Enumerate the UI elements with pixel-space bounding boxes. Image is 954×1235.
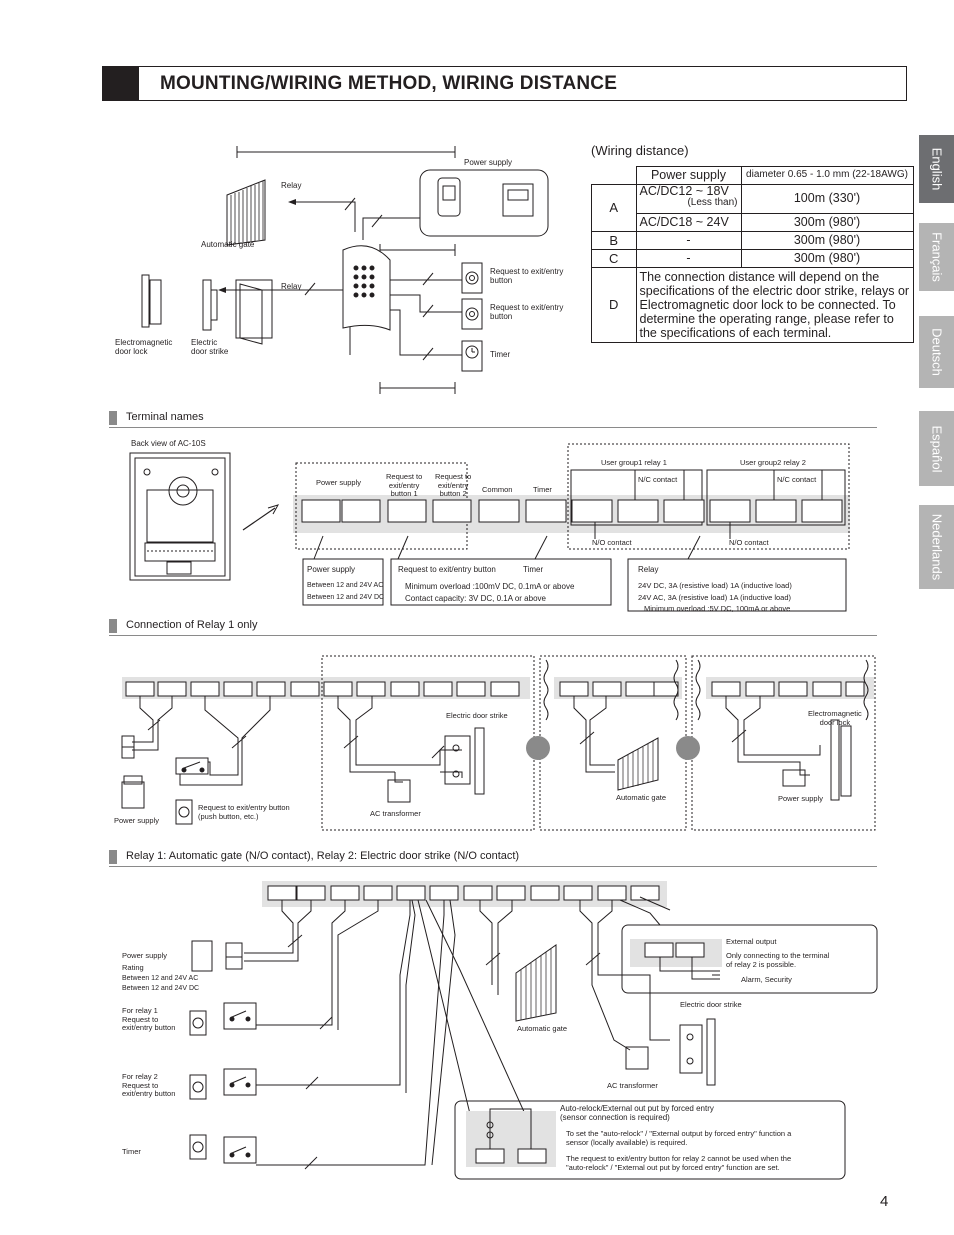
r1-label-automatic-gate: Automatic gate: [616, 793, 667, 802]
ps-box-line1: Between 12 and 24V AC: [307, 582, 384, 589]
ps-box-line2: Between 12 and 24V DC: [307, 594, 385, 601]
relay-box-line3: Minimum overload :5V DC, 100mA or above: [644, 604, 791, 613]
label-timer: Timer: [490, 350, 511, 359]
relay-box-line2: 24V AC, 3A (resistive load) 1A (inductiv…: [638, 593, 791, 602]
row-d-text: The connection distance will depend on t…: [635, 267, 914, 343]
tab-espanol[interactable]: Español: [919, 411, 954, 486]
r2-label-rating: Rating: [122, 963, 144, 972]
r2-label-automatic-gate: Automatic gate: [517, 1024, 568, 1033]
tab-nederlands[interactable]: Nederlands: [919, 505, 954, 589]
r1-label-power-supply-2: Power supply: [778, 794, 824, 803]
section-terminal-names: Terminal names: [109, 410, 877, 428]
row-a-range-1: AC/DC12 ~ 18V (Less than): [635, 184, 742, 214]
row-a-range-2: AC/DC18 ~ 24V: [635, 213, 742, 232]
label-t-rte2: Request to exit/entry button 2: [435, 472, 472, 499]
relay-box-title: Relay: [638, 565, 659, 574]
label-em-lock: Electromagnetic door lock: [115, 338, 173, 357]
page-number: 4: [880, 1193, 889, 1210]
label-no2: N/O contact: [729, 538, 769, 547]
label-ug1: User group1 relay 1: [601, 458, 667, 467]
rte-box-line2: Contact capacity: 3V DC, 0.1A or above: [405, 594, 546, 603]
label-nc1: N/C contact: [638, 475, 678, 484]
relay-gate-strike-diagram: [189, 881, 878, 1180]
row-b-dist: 300m (980'): [740, 231, 914, 250]
r2-label-relay1-rte: For relay 1 Request to exit/entry button: [122, 1006, 176, 1033]
page-header: MOUNTING/WIRING METHOD, WIRING DISTANCE: [102, 66, 907, 101]
ext-output-line2: Alarm, Security: [741, 975, 792, 984]
ext-output-title: External output: [726, 937, 777, 946]
r2-label-timer: Timer: [122, 1147, 141, 1156]
page-title: MOUNTING/WIRING METHOD, WIRING DISTANCE: [160, 73, 618, 94]
row-c-label: C: [591, 249, 637, 268]
label-relay-2: Relay: [281, 282, 302, 291]
r2-label-ac-transformer: AC transformer: [607, 1081, 658, 1090]
label-no1: N/O contact: [592, 538, 632, 547]
label-t-timer: Timer: [533, 485, 552, 494]
wiring-distance-table: Power supply diameter 0.65 - 1.0 mm (22-…: [591, 166, 914, 343]
rte-box-timer: Timer: [523, 565, 544, 574]
r1-label-em-lock: Electromagnetic door lock: [808, 709, 862, 727]
col-power-supply: Power supply: [635, 166, 742, 185]
label-t-power-supply: Power supply: [316, 478, 362, 487]
section-relay-gate-strike: Relay 1: Automatic gate (N/O contact), R…: [109, 849, 877, 867]
row-a-dist-2: 300m (980'): [740, 213, 914, 232]
mounting-diagram: [141, 146, 549, 394]
tab-francais[interactable]: Français: [919, 223, 954, 291]
relock-line1: To set the "auto-relock" / "External out…: [566, 1129, 792, 1147]
label-door-strike: Electric door strike: [191, 338, 229, 357]
terminal-block-diagram: [293, 443, 850, 612]
back-view-diagram: [129, 452, 280, 581]
row-a-dist-1: 100m (330'): [740, 184, 914, 214]
r1-label-rte: Request to exit/entry button (push butto…: [198, 803, 290, 821]
r2-label-power-supply: Power supply: [122, 951, 168, 960]
label-power-supply: Power supply: [464, 158, 513, 167]
label-t-rte1: Request to exit/entry button 1: [386, 472, 423, 499]
label-t-common: Common: [482, 485, 513, 494]
section-relay1-only: Connection of Relay 1 only: [109, 618, 877, 636]
row-c-dash: -: [635, 249, 742, 268]
row-c-dist: 300m (980'): [740, 249, 914, 268]
row-b-dash: -: [635, 231, 742, 250]
label-rte-1: Request to exit/entry button: [490, 267, 564, 286]
r2-label-rating-line1: Between 12 and 24V AC: [122, 975, 199, 982]
relay1-only-diagram: [121, 655, 876, 831]
relock-title: Auto-relock/External out put by forced e…: [560, 1104, 714, 1123]
col-diameter: diameter 0.65 - 1.0 mm (22-18AWG): [740, 166, 914, 185]
r1-label-power-supply: Power supply: [114, 816, 160, 825]
rte-box-line1: Minimum overload :100mV DC, 0.1mA or abo…: [405, 582, 575, 591]
r2-label-door-strike: Electric door strike: [680, 1000, 742, 1009]
label-ug2: User group2 relay 2: [740, 458, 806, 467]
r1-label-ac-transformer: AC transformer: [370, 809, 421, 818]
label-relay-1: Relay: [281, 181, 302, 190]
r2-label-rating-line2: Between 12 and 24V DC: [122, 985, 200, 992]
wiring-table-title: (Wiring distance): [591, 143, 689, 158]
row-a-label: A: [591, 184, 637, 232]
r2-label-relay2-rte: For relay 2 Request to exit/entry button: [122, 1072, 176, 1099]
label-nc2: N/C contact: [777, 475, 817, 484]
relay-box-line1: 24V DC, 3A (resistive load) 1A (inductiv…: [638, 581, 792, 590]
r1-label-door-strike: Electric door strike: [446, 711, 508, 720]
tab-deutsch[interactable]: Deutsch: [919, 316, 954, 388]
ps-box-title: Power supply: [307, 565, 356, 574]
row-b-label: B: [591, 231, 637, 250]
header-block: [103, 67, 139, 100]
row-d-label: D: [591, 267, 637, 343]
label-automatic-gate: Automatic gate: [201, 240, 255, 249]
relock-line2: The request to exit/entry button for rel…: [566, 1154, 792, 1172]
ext-output-line1: Only connecting to the terminal of relay…: [726, 951, 830, 969]
label-rte-2: Request to exit/entry button: [490, 303, 564, 322]
rte-box-title: Request to exit/entry button: [398, 565, 496, 574]
tab-english[interactable]: English: [919, 135, 954, 203]
label-back-view: Back view of AC-10S: [131, 439, 206, 448]
